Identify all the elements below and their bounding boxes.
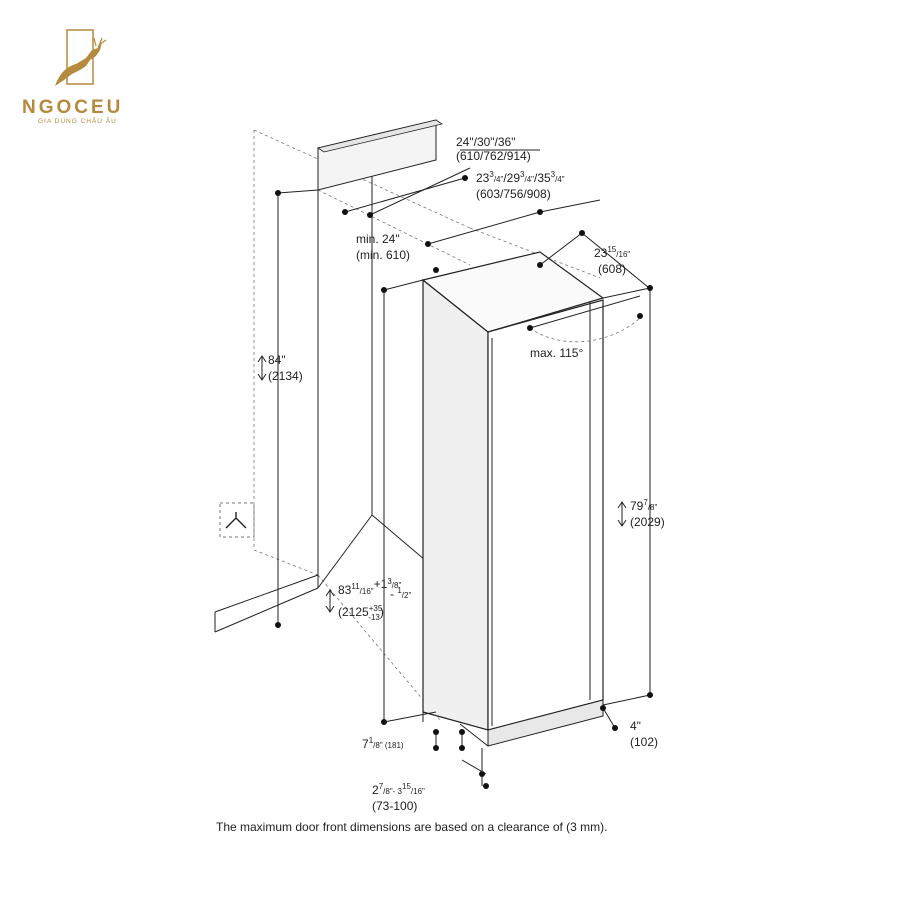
niche-outline bbox=[253, 129, 601, 721]
niche-height-inches: 84" bbox=[268, 353, 286, 367]
deer-icon bbox=[55, 42, 102, 86]
plinth-height: 71/8" (181) bbox=[362, 736, 404, 751]
door-swing-arc bbox=[529, 317, 641, 343]
side-wall bbox=[214, 175, 426, 633]
top-panel bbox=[317, 119, 443, 191]
niche-height-mm: (2134) bbox=[268, 369, 303, 383]
appliance-height-inches: 797/8" bbox=[630, 498, 657, 513]
appliance-side bbox=[422, 278, 489, 731]
foot-height-mm: (102) bbox=[630, 735, 658, 749]
niche-width-inches: 24"/30"/36" bbox=[456, 135, 516, 149]
footnote-caption: The maximum door front dimensions are ba… bbox=[216, 820, 608, 834]
installation-tolerance-minus: - 1/2" bbox=[390, 586, 411, 601]
appliance-width-mm: (603/756/908) bbox=[476, 187, 551, 201]
niche-width-mm: (610/762/914) bbox=[456, 149, 531, 163]
appliance-width-inches: 233/4"/293/4"/353/4" bbox=[476, 170, 565, 185]
labels: 24"/30"/36" (610/762/914) 233/4"/293/4"/… bbox=[268, 135, 665, 813]
height-arrows bbox=[257, 355, 627, 613]
depth-mm: (608) bbox=[598, 262, 626, 276]
max-door-angle: max. 115° bbox=[530, 346, 583, 360]
min-depth-inches: min. 24" bbox=[356, 232, 400, 246]
appliance bbox=[421, 251, 605, 747]
socket-icon bbox=[219, 502, 255, 538]
installation-height-inches: 8311/16"+13/8" bbox=[338, 577, 401, 597]
installation-height-mm: (2125+35-13) bbox=[338, 604, 384, 622]
appliance-height-mm: (2029) bbox=[630, 515, 665, 529]
dimension-points bbox=[275, 175, 653, 789]
base-range-inches: 27/8"- 315/16" bbox=[372, 782, 425, 797]
min-depth-mm: (min. 610) bbox=[356, 248, 410, 262]
foot-height-inches: 4" bbox=[630, 719, 641, 733]
brand-logo: NGOCEU GIA DỤNG CHÂU ÂU bbox=[22, 29, 123, 125]
brand-name: NGOCEU bbox=[22, 97, 123, 118]
brand-tagline: GIA DỤNG CHÂU ÂU bbox=[38, 116, 117, 125]
appliance-door bbox=[487, 299, 604, 731]
base-range-mm: (73-100) bbox=[372, 799, 417, 813]
depth-inches: 2315/16" bbox=[594, 245, 630, 260]
